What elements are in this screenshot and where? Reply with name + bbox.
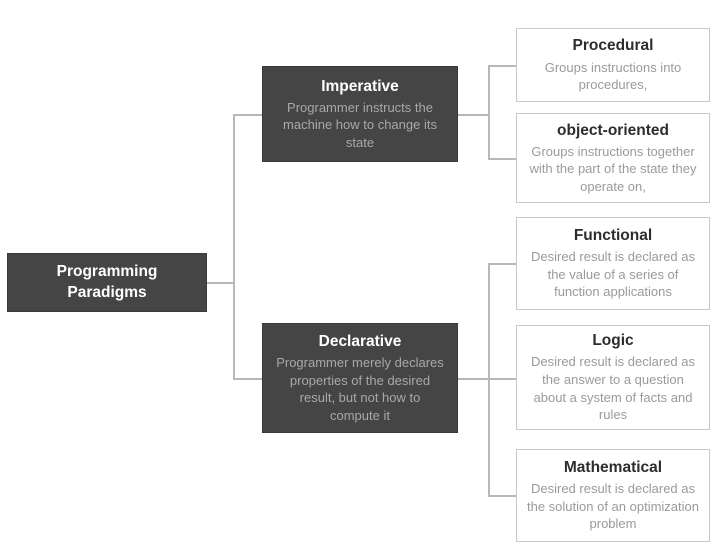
- node-functional: Functional Desired result is declared as…: [516, 217, 710, 310]
- connector-left-trunk: [233, 114, 235, 379]
- connector-trunk-to-object-oriented: [488, 158, 516, 160]
- node-title: Declarative: [318, 332, 402, 350]
- node-title: Logic: [592, 332, 634, 350]
- node-title: Imperative: [321, 77, 399, 95]
- node-title: object-oriented: [557, 121, 669, 139]
- node-description: Desired result is declared as the soluti…: [527, 481, 699, 532]
- connector-trunk-to-functional: [488, 263, 516, 265]
- node-description: Programmer merely declares properties of…: [276, 354, 444, 423]
- node-description: Desired result is declared as the answer…: [530, 354, 696, 423]
- node-description: Groups instructions into procedures,: [544, 59, 682, 93]
- connector-imperative-to-trunk: [458, 114, 488, 116]
- node-description: Programmer instructs the machine how to …: [283, 99, 437, 150]
- connector-imperative-trunk: [488, 65, 490, 158]
- node-title: Procedural: [572, 37, 654, 55]
- node-imperative: Imperative Programmer instructs the mach…: [262, 66, 458, 162]
- node-logic: Logic Desired result is declared as the …: [516, 325, 710, 430]
- node-title: Mathematical: [563, 459, 663, 477]
- node-mathematical: Mathematical Desired result is declared …: [516, 449, 710, 542]
- node-description: Desired result is declared as the value …: [530, 249, 696, 300]
- connector-trunk-to-procedural: [488, 65, 516, 67]
- node-declarative: Declarative Programmer merely declares p…: [262, 323, 458, 433]
- connector-trunk-to-logic: [488, 378, 516, 380]
- node-title: Functional: [573, 227, 653, 245]
- node-description: Groups instructions together with the pa…: [529, 143, 697, 194]
- node-title: Programming Paradigms: [56, 263, 158, 301]
- connector-trunk-to-mathematical: [488, 495, 516, 497]
- node-programming-paradigms: Programming Paradigms: [7, 253, 207, 312]
- node-procedural: Procedural Groups instructions into proc…: [516, 28, 710, 102]
- connector-root-to-trunk: [207, 282, 233, 284]
- node-object-oriented: object-oriented Groups instructions toge…: [516, 113, 710, 203]
- connector-trunk-to-declarative: [233, 378, 262, 380]
- connector-trunk-to-imperative: [233, 114, 262, 116]
- connector-declarative-to-trunk: [458, 378, 488, 380]
